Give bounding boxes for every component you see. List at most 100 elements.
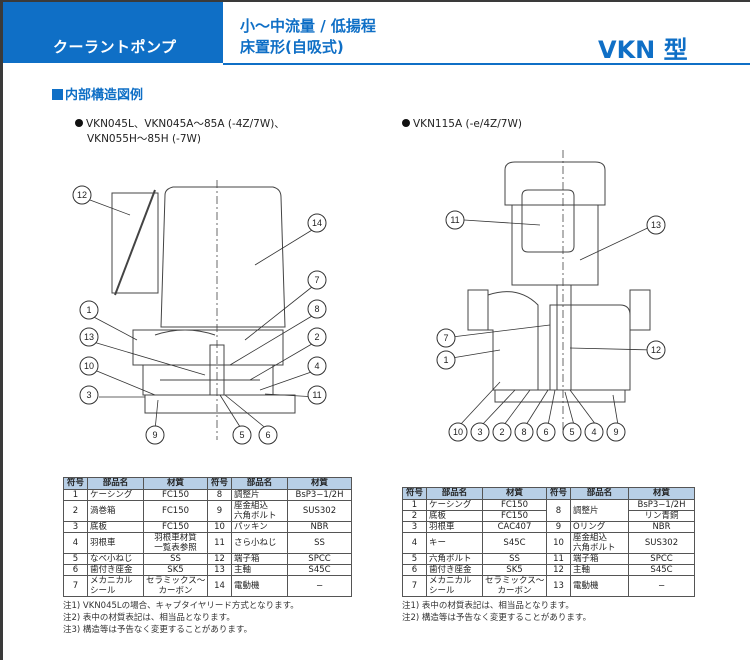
cell-text: Oリング <box>573 522 606 532</box>
cell-part-name: 端子箱 <box>570 553 629 565</box>
page-frame-left <box>0 0 3 660</box>
cell-number: 12 <box>546 564 571 576</box>
cell-part-name: ケーシング <box>426 499 483 511</box>
cell-text: シール <box>90 586 116 596</box>
cell-part-name: 主軸 <box>570 564 629 576</box>
cell-part-name: ケーシング <box>87 489 144 501</box>
cell-material: NBR <box>287 521 352 533</box>
cell-text: − <box>657 581 666 591</box>
cell-text: 端子箱 <box>234 554 260 564</box>
cell-number: 2 <box>63 500 88 522</box>
cell-material: 羽根車材質一覧表参照 <box>143 532 208 554</box>
cell-material: − <box>628 575 695 597</box>
cell-text: 1 <box>411 500 418 510</box>
cell-text: 2 <box>72 506 79 516</box>
cell-part-name: メカニカルシール <box>87 575 144 597</box>
left-pump-diagram: 12 14 7 1 8 13 2 10 4 3 11 9 5 6 <box>72 180 327 445</box>
cell-text: 11 <box>214 538 225 548</box>
cell-text: SS <box>509 554 520 564</box>
cell-material: SS <box>287 532 352 554</box>
page-header: クーラントポンプ 小〜中流量 / 低揚程 床置形(自吸式) VKN 型 <box>0 0 750 65</box>
cell-material: FC150 <box>143 521 208 533</box>
cell-text: SK5 <box>167 565 184 575</box>
cell-text: 12 <box>553 565 564 575</box>
cell-part-name: キー <box>426 532 483 554</box>
cell-part-name: 歯付き座金 <box>87 564 144 576</box>
cell-number: 7 <box>63 575 88 597</box>
cell-text: SPCC <box>308 554 331 564</box>
cell-text: ケーシング <box>90 490 133 500</box>
cell-number: 11 <box>207 532 232 554</box>
cell-part-name: 羽根車 <box>87 532 144 554</box>
cell-material: − <box>287 575 352 597</box>
left-note-1: 注1) VKN045Lの場合、キャプタイヤリード方式となります。 <box>63 601 299 611</box>
cell-text: 底板 <box>90 522 108 532</box>
right-callout-11: 11 <box>445 210 465 230</box>
cell-text: SK5 <box>506 565 523 575</box>
category-label: クーラントポンプ <box>53 38 177 56</box>
right-note-1: 注1) 表中の材質表記は、相当品となります。 <box>402 601 574 611</box>
cell-text: 9 <box>216 506 223 516</box>
svg-text:10: 10 <box>84 361 94 371</box>
cell-text: CAC407 <box>497 522 532 532</box>
motor-fan-cover-shape <box>504 161 606 206</box>
svg-text:11: 11 <box>450 215 459 225</box>
cell-text: カーボン <box>158 586 193 596</box>
cell-text: カーボン <box>497 586 532 596</box>
svg-text:5: 5 <box>239 430 244 440</box>
cell-material: SPCC <box>287 553 352 565</box>
cell-text: メカニカル <box>429 576 472 587</box>
cell-material: S45C <box>287 564 352 576</box>
cell-material: SS <box>482 553 547 565</box>
cell-number: 4 <box>402 532 427 554</box>
cell-material: SK5 <box>143 564 208 576</box>
left-callout-10: 10 <box>79 356 99 376</box>
cell-part-name: 端子箱 <box>231 553 288 565</box>
cell-text: SUS302 <box>644 538 679 548</box>
right-callout-1: 1 <box>436 350 456 370</box>
cell-material: セラミックス〜カーボン <box>143 575 208 597</box>
left-callout-1: 1 <box>79 300 99 320</box>
cell-number: 9 <box>207 500 232 522</box>
svg-text:4: 4 <box>591 427 596 437</box>
cell-number: 2 <box>402 510 427 522</box>
cell-text: SS <box>314 538 325 548</box>
left-callout-14: 14 <box>307 213 327 233</box>
right-caption: VKN115A (-e/4Z/7W) <box>402 117 522 132</box>
cell-part-name: Oリング <box>570 521 629 533</box>
cell-text: 一覧表参照 <box>154 543 197 553</box>
svg-text:3: 3 <box>86 390 91 400</box>
right-callout-3: 3 <box>470 422 490 442</box>
cell-text: 座金組込 <box>573 533 608 544</box>
right-callout-8: 8 <box>514 422 534 442</box>
inlet-flange-shape <box>467 289 489 331</box>
cell-part-name: 主軸 <box>231 564 288 576</box>
volute-chamber-shape <box>549 304 631 391</box>
cell-part-name: 渦巻箱 <box>87 500 144 522</box>
casing-curve <box>154 329 216 336</box>
cell-text: 12 <box>214 554 225 564</box>
right-callout-6: 6 <box>536 422 556 442</box>
svg-text:6: 6 <box>543 427 548 437</box>
col-header-number: 符号 <box>207 477 232 490</box>
cell-text: NBR <box>652 522 671 532</box>
svg-text:1: 1 <box>86 305 91 315</box>
col-header-number: 符号 <box>402 487 427 500</box>
cell-text: さら小ねじ <box>234 538 277 548</box>
cell-text: FC150 <box>161 522 190 532</box>
cell-part-name: 羽根車 <box>426 521 483 533</box>
cell-number: 10 <box>207 521 232 533</box>
cell-text: 歯付き座金 <box>90 565 133 575</box>
cell-material: S45C <box>482 532 547 554</box>
cell-text: 5 <box>411 554 418 564</box>
base-plate-shape <box>494 389 626 403</box>
cell-text: 4 <box>72 538 79 548</box>
left-note-2: 注2) 表中の材質表記は、相当品となります。 <box>63 613 235 623</box>
cell-part-name: パッキン <box>231 521 288 533</box>
